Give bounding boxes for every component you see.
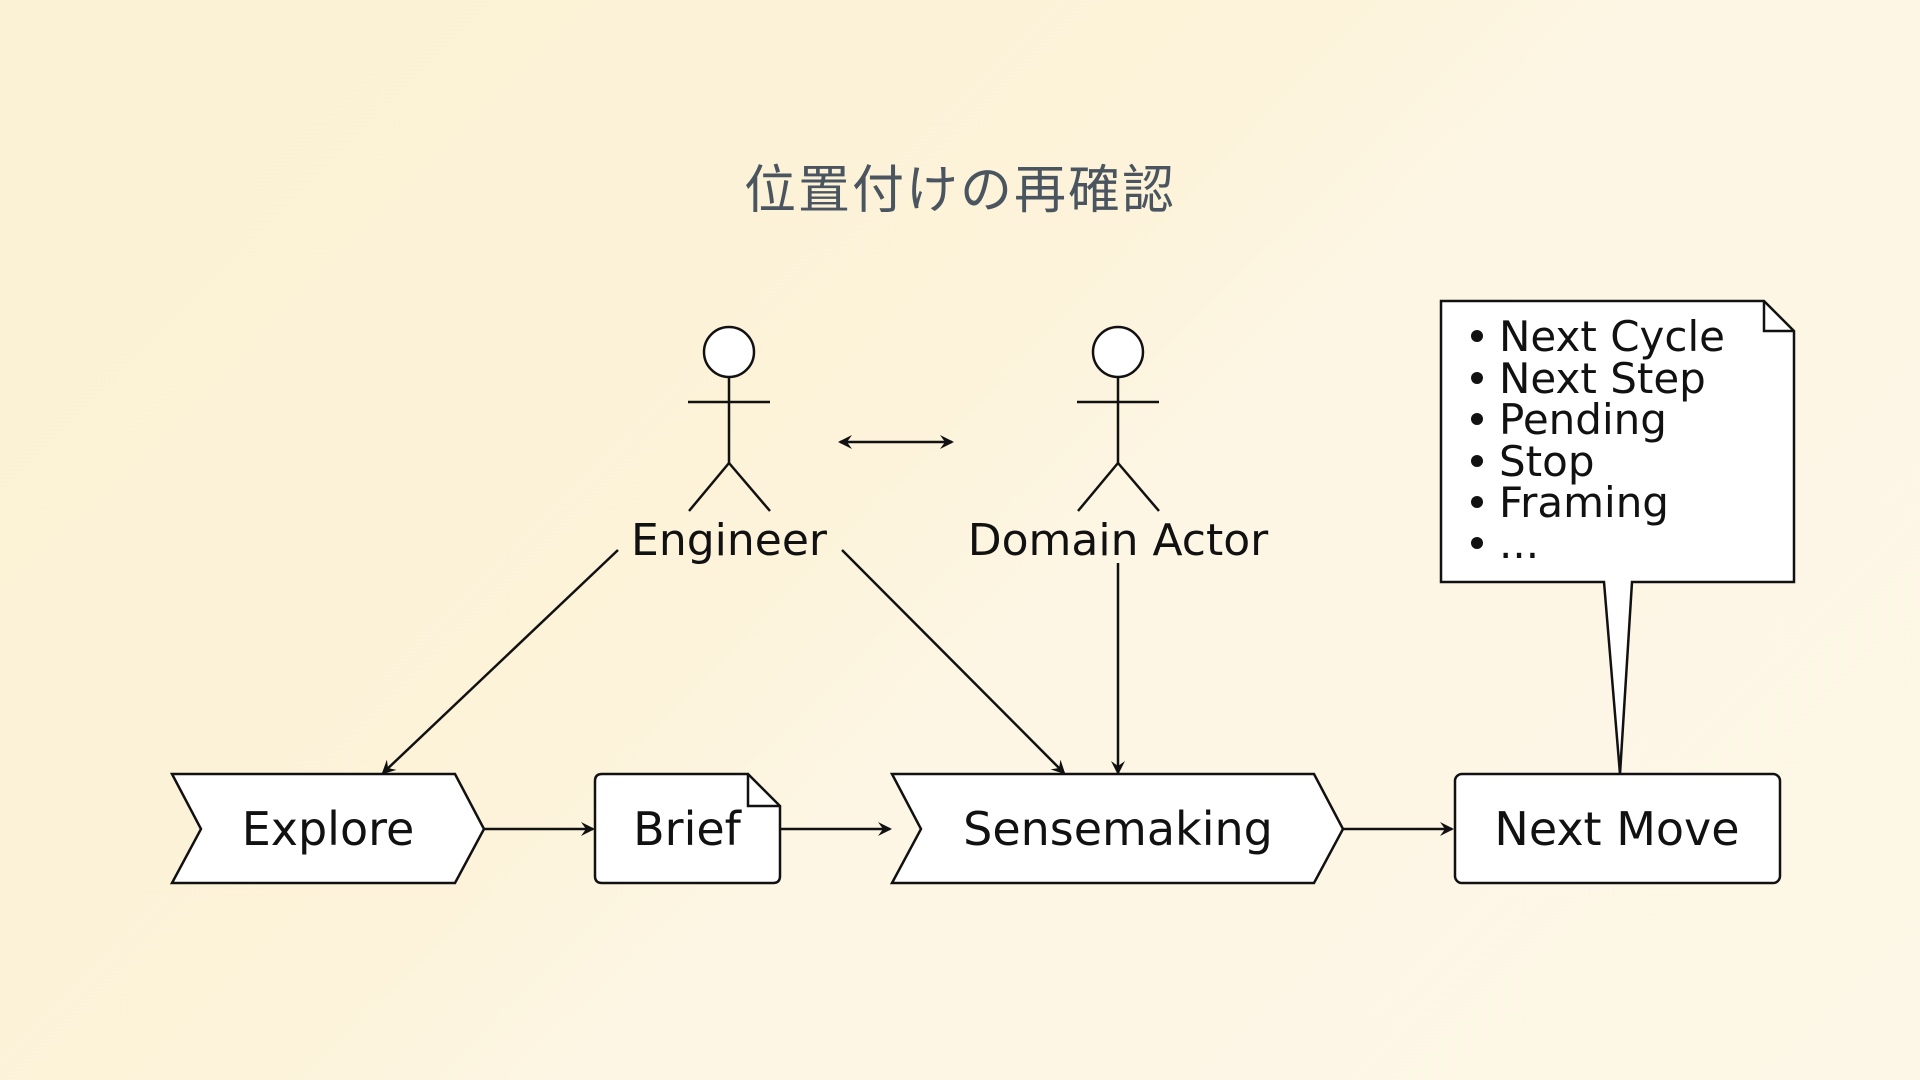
bullet-icon bbox=[1471, 537, 1483, 549]
engineer-head-icon bbox=[702, 325, 756, 379]
bullet-icon bbox=[1471, 455, 1483, 467]
note-item: Framing bbox=[1499, 478, 1669, 527]
domain-actor-head-icon bbox=[1091, 325, 1145, 379]
note-item: Next Cycle bbox=[1499, 312, 1725, 361]
engineer-actor: Engineer bbox=[631, 325, 828, 566]
next-move-label: Next Move bbox=[1494, 802, 1739, 856]
engineer-label: Engineer bbox=[631, 515, 828, 566]
next-move-options-note: Next Cycle Next Step Pending Stop Framin… bbox=[1439, 299, 1796, 775]
explore-step: Explore bbox=[169, 772, 486, 885]
page-title: 位置付けの再確認 bbox=[743, 161, 1176, 221]
note-item: Next Step bbox=[1499, 354, 1706, 403]
engineer-to-sensemaking-arrow bbox=[841, 549, 1066, 775]
sensemaking-step: Sensemaking bbox=[889, 772, 1345, 885]
next-move-step: Next Move bbox=[1453, 772, 1782, 885]
bullet-icon bbox=[1471, 372, 1483, 384]
explore-label: Explore bbox=[242, 802, 415, 856]
brief-label: Brief bbox=[633, 802, 743, 856]
sensemaking-label: Sensemaking bbox=[963, 802, 1273, 856]
bullet-icon bbox=[1471, 496, 1483, 508]
engineer-to-explore-arrow bbox=[381, 549, 619, 775]
note-item: ... bbox=[1499, 519, 1539, 568]
domain-actor-label: Domain Actor bbox=[968, 515, 1269, 566]
note-item: Stop bbox=[1499, 437, 1594, 486]
note-item: Pending bbox=[1499, 395, 1667, 444]
domain-actor: Domain Actor bbox=[968, 325, 1269, 566]
brief-document: Brief bbox=[593, 772, 782, 885]
bullet-icon bbox=[1471, 413, 1483, 425]
note-list: Next Cycle Next Step Pending Stop Framin… bbox=[1471, 312, 1725, 568]
bullet-icon bbox=[1471, 330, 1483, 342]
